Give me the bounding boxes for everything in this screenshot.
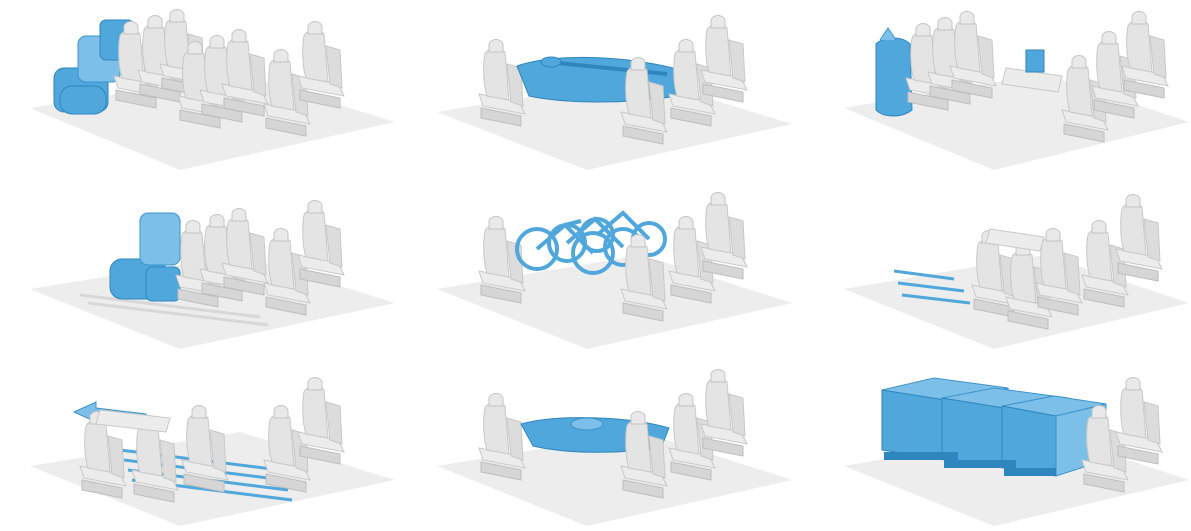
seat-group-slid: [80, 406, 228, 503]
tall-bag: [876, 28, 912, 116]
table-with-laptop: [1002, 50, 1062, 92]
config-seats-slid-forward: [0, 354, 397, 531]
luggage-pile: [110, 213, 180, 301]
config-bicycles: [397, 177, 794, 354]
seat-row-2: [178, 30, 268, 129]
config-pallet-boxes: [794, 354, 1191, 531]
config-bags-behind-rows: [0, 0, 397, 177]
config-seats-slid-on-rails: [794, 177, 1191, 354]
config-bags-rows-slid: [0, 177, 397, 354]
seat-row-rear: [906, 12, 996, 111]
config-kayak-and-paddle: [397, 0, 794, 177]
seat-row-2: [176, 209, 268, 308]
config-bag-and-table-laptop: [794, 0, 1191, 177]
config-kayak: [397, 354, 794, 531]
